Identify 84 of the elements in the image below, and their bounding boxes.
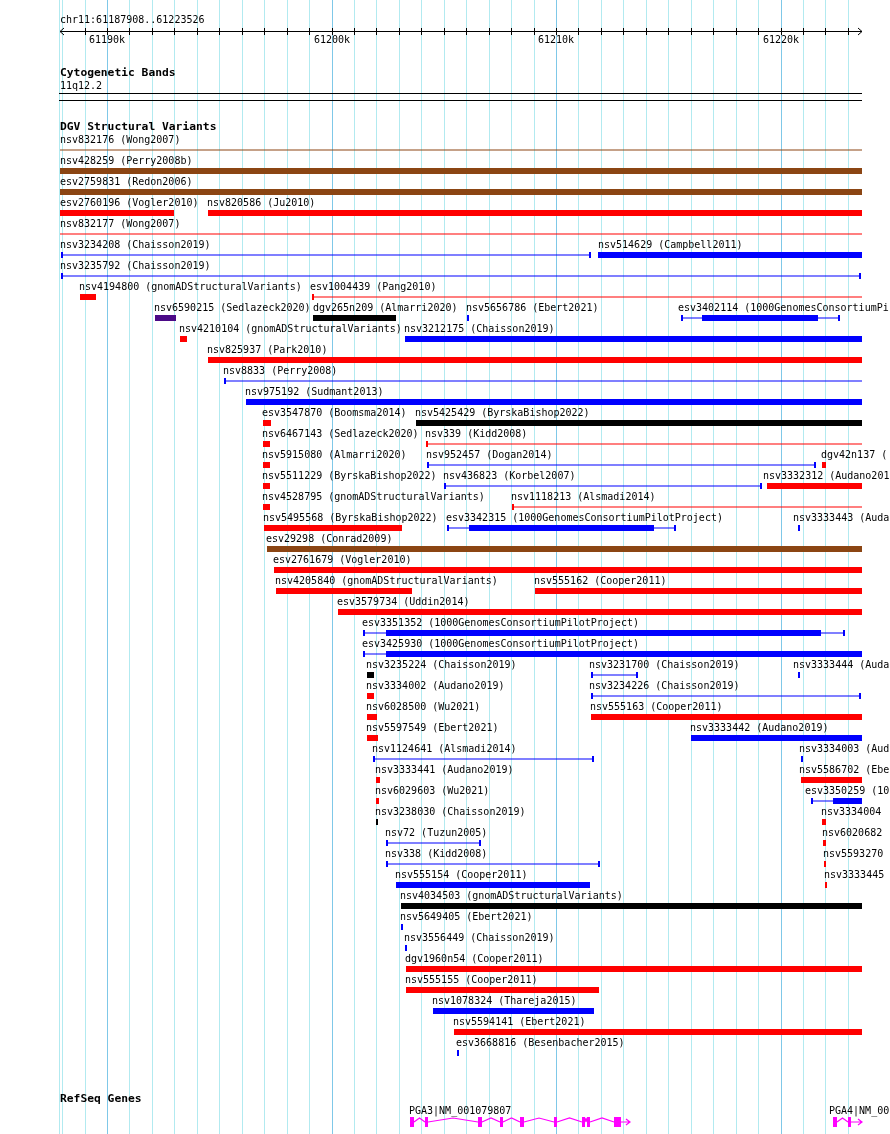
- variant-label: nsv5495568 (ByrskaBishop2022): [263, 512, 438, 524]
- variant-label: nsv72 (Tuzun2005): [385, 827, 488, 839]
- variant-label: nsv4210104 (gnomADStructuralVariants): [179, 323, 402, 335]
- variant-label: nsv5593270: [823, 848, 884, 860]
- variant-label: esv29298 (Conrad2009): [266, 533, 393, 545]
- variant-label: nsv5594141 (Ebert2021): [453, 1016, 586, 1028]
- band-label: 11q12.2: [60, 80, 103, 92]
- variant-label: nsv555163 (Cooper2011): [590, 701, 723, 713]
- variant-label: nsv1124641 (Alsmadi2014): [372, 743, 517, 755]
- variant-label: nsv952457 (Dogan2014): [426, 449, 553, 461]
- track-title: Cytogenetic Bands: [60, 67, 176, 79]
- gene-label: PGA3|NM_001079807: [409, 1105, 512, 1117]
- variant-label: nsv832176 (Wong2007): [60, 134, 181, 146]
- variant-label: nsv5511229 (ByrskaBishop2022): [262, 470, 437, 482]
- variant-label: nsv4034503 (gnomADStructuralVariants): [400, 890, 623, 902]
- variant-label: nsv428259 (Perry2008b): [60, 155, 193, 167]
- variant-label: nsv6028500 (Wu2021): [366, 701, 481, 713]
- variant-label: nsv6029603 (Wu2021): [375, 785, 490, 797]
- variant-label: esv1004439 (Pang2010): [310, 281, 437, 293]
- variant-label: nsv3234208 (Chaisson2019): [60, 239, 211, 251]
- variant-label: nsv5656786 (Ebert2021): [466, 302, 599, 314]
- coordinate-label: chr11:61187908..61223526: [60, 14, 205, 26]
- variant-label: nsv3333444 (Auda: [793, 659, 890, 671]
- axis-tick-label: 61210k: [538, 34, 575, 46]
- variant-label: nsv5597549 (Ebert2021): [366, 722, 499, 734]
- variant-label: esv3425930 (1000GenomesConsortiumPilotProject): [362, 638, 639, 650]
- variant-label: nsv832177 (Wong2007): [60, 218, 181, 230]
- variant-label: nsv3231700 (Chaisson2019): [589, 659, 740, 671]
- variant-label: nsv4528795 (gnomADStructuralVariants): [262, 491, 485, 503]
- variant-label: nsv8833 (Perry2008): [223, 365, 338, 377]
- variant-label: nsv3334002 (Audano2019): [366, 680, 505, 692]
- variant-label: dgv265n209 (Almarri2020): [313, 302, 458, 314]
- variant-label: nsv5915080 (Almarri2020): [262, 449, 407, 461]
- variant-label: nsv5586702 (Ebe: [799, 764, 890, 776]
- variant-label: nsv6590215 (Sedlazeck2020): [154, 302, 311, 314]
- variant-label: nsv820586 (Ju2010): [207, 197, 316, 209]
- variant-label: nsv3235792 (Chaisson2019): [60, 260, 211, 272]
- variant-label: nsv5649405 (Ebert2021): [400, 911, 533, 923]
- variant-label: esv2760196 (Vogler2010): [60, 197, 199, 209]
- variant-label: nsv555154 (Cooper2011): [395, 869, 528, 881]
- variant-label: nsv5425429 (ByrskaBishop2022): [415, 407, 590, 419]
- variant-label: esv3668816 (Besenbacher2015): [456, 1037, 625, 1049]
- variant-label: nsv3556449 (Chaisson2019): [404, 932, 555, 944]
- variant-label: nsv555162 (Cooper2011): [534, 575, 667, 587]
- variant-label: nsv825937 (Park2010): [207, 344, 328, 356]
- variant-label: dgv1960n54 (Cooper2011): [405, 953, 544, 965]
- variant-label: nsv1118213 (Alsmadi2014): [511, 491, 656, 503]
- variant-label: nsv3332312 (Audano201: [763, 470, 890, 482]
- variant-label: nsv339 (Kidd2008): [425, 428, 528, 440]
- variant-label: nsv3334004: [821, 806, 882, 818]
- variant-label: esv3351352 (1000GenomesConsortiumPilotProject): [362, 617, 639, 629]
- variant-label: esv3342315 (1000GenomesConsortiumPilotProject): [446, 512, 723, 524]
- variant-label: nsv555155 (Cooper2011): [405, 974, 538, 986]
- variant-label: nsv3212175 (Chaisson2019): [404, 323, 555, 335]
- variant-label: esv3350259 (10: [805, 785, 890, 797]
- variant-label: nsv338 (Kidd2008): [385, 848, 488, 860]
- variant-label: esv2759831 (Redon2006): [60, 176, 193, 188]
- variant-label: nsv3234226 (Chaisson2019): [589, 680, 740, 692]
- variant-label: nsv6020682: [822, 827, 883, 839]
- variant-label: dgv42n137 (: [821, 449, 888, 461]
- variant-label: nsv4194800 (gnomADStructuralVariants): [79, 281, 302, 293]
- variant-label: esv3579734 (Uddin2014): [337, 596, 470, 608]
- variant-label: nsv1078324 (Thareja2015): [432, 995, 577, 1007]
- variant-label: esv3402114 (1000GenomesConsortiumPi: [678, 302, 889, 314]
- variant-label: nsv6467143 (Sedlazeck2020): [262, 428, 419, 440]
- axis-tick-label: 61190k: [89, 34, 126, 46]
- variant-label: nsv3334003 (Aud: [799, 743, 890, 755]
- track-title: DGV Structural Variants: [60, 121, 217, 133]
- variant-label: nsv3333443 (Auda: [793, 512, 890, 524]
- variant-label: esv3547870 (Boomsma2014): [262, 407, 407, 419]
- variant-label: esv2761679 (Vogler2010): [273, 554, 412, 566]
- variant-label: nsv3235224 (Chaisson2019): [366, 659, 517, 671]
- axis-tick-label: 61220k: [763, 34, 800, 46]
- variant-label: nsv3333442 (Audano2019): [690, 722, 829, 734]
- track-title: RefSeq Genes: [60, 1093, 142, 1105]
- variant-label: nsv3333445: [824, 869, 885, 881]
- variant-label: nsv436823 (Korbel2007): [443, 470, 576, 482]
- axis-tick-label: 61200k: [314, 34, 351, 46]
- variant-label: nsv3238030 (Chaisson2019): [375, 806, 526, 818]
- variant-label: nsv4205840 (gnomADStructuralVariants): [275, 575, 498, 587]
- variant-label: nsv975192 (Sudmant2013): [245, 386, 384, 398]
- gene-label: PGA4|NM_00: [829, 1105, 890, 1117]
- variant-label: nsv3333441 (Audano2019): [375, 764, 514, 776]
- variant-label: nsv514629 (Campbell2011): [598, 239, 743, 251]
